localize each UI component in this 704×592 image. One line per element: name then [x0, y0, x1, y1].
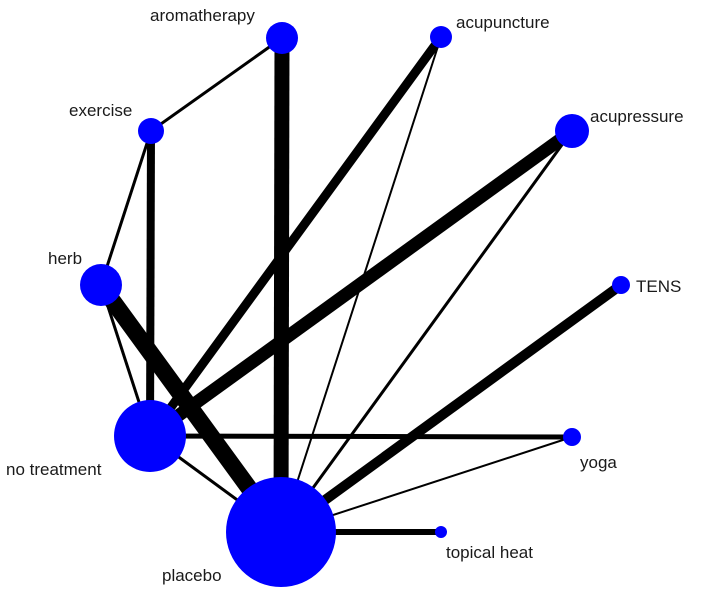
node-acupuncture: [430, 26, 452, 48]
node-label-acupuncture: acupuncture: [456, 13, 550, 32]
edge-acupressure-no-treatment: [146, 125, 576, 442]
node-label-topical-heat: topical heat: [446, 543, 533, 562]
node-acupressure: [555, 114, 589, 148]
labels-layer: aromatherapy acupuncture acupressure exerci…: [6, 6, 684, 585]
node-exercise: [138, 118, 164, 144]
node-label-exercise: exercise: [69, 101, 132, 120]
node-label-aromatherapy: aromatherapy: [150, 6, 255, 25]
edge-aromatherapy-exercise: [150, 36, 283, 133]
edge-acupuncture-no-treatment: [146, 34, 445, 439]
node-label-no-treatment: no treatment: [6, 460, 102, 479]
edges-layer: [94, 34, 624, 538]
node-yoga: [563, 428, 581, 446]
node-label-placebo: placebo: [162, 566, 222, 585]
node-TENS: [612, 276, 630, 294]
node-label-acupressure: acupressure: [590, 107, 684, 126]
nodes-layer: [80, 22, 630, 587]
edge-exercise-herb: [99, 130, 153, 286]
node-label-herb: herb: [48, 249, 82, 268]
node-herb: [80, 264, 122, 306]
node-label-TENS: TENS: [636, 277, 681, 296]
node-placebo: [226, 477, 336, 587]
edge-acupressure-placebo: [279, 130, 574, 533]
edge-exercise-no-treatment: [146, 130, 155, 437]
node-topical-heat: [435, 526, 447, 538]
edge-no-treatment-yoga: [149, 433, 573, 440]
node-no-treatment: [114, 400, 186, 472]
edge-aromatherapy-placebo: [273, 37, 290, 533]
node-aromatherapy: [266, 22, 298, 54]
edge-TENS-placebo: [278, 280, 624, 537]
node-label-yoga: yoga: [580, 453, 617, 472]
